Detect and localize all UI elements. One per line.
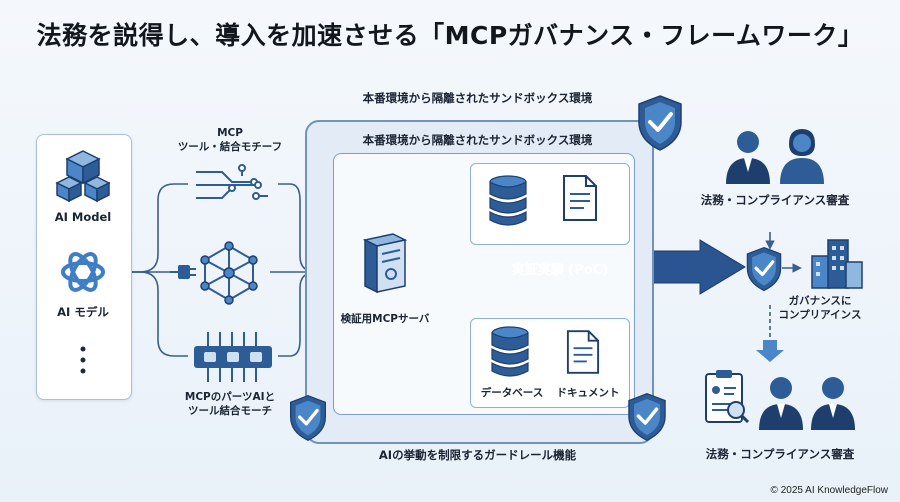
guardrail-label: AIの挙動を制限するガードレール機能 — [378, 448, 577, 462]
ai-model-label: AI Model — [54, 210, 112, 224]
more-dots-icon — [80, 346, 86, 374]
part-motif-title: MCPのパーツAIとツール結合モーチ — [184, 391, 276, 417]
top-data-box — [470, 163, 630, 245]
cube-cluster-icon — [55, 150, 111, 203]
database-icon — [489, 175, 527, 226]
shield-check-icon — [290, 394, 326, 442]
connector-rail-icon — [194, 332, 272, 382]
shield-check-icon — [746, 246, 782, 292]
server-label: 検証用MCPサーバ — [340, 313, 430, 325]
page-title: 法務を説得し、導入を加速させる「MCPガバナンス・フレームワーク」 — [36, 21, 864, 50]
database-icon — [491, 326, 529, 377]
shield-check-icon — [638, 95, 682, 151]
server-icon — [362, 233, 408, 294]
clipboard-check-icon — [705, 370, 750, 424]
sandbox-outer-label: 本番環境から隔離されたサンドボックス環境 — [362, 91, 593, 105]
circuit-icon — [196, 164, 268, 200]
document-icon — [566, 330, 600, 374]
review-top-label: 法務・コンプライアンス審査 — [700, 193, 850, 207]
reviewers-icon — [726, 129, 824, 184]
link-to-tool-motif — [122, 183, 188, 273]
document-label: ドキュメント — [556, 387, 620, 399]
network-hub-icon — [200, 241, 258, 305]
poc-label: 実証実験 (PoC) — [511, 263, 609, 278]
building-icon — [811, 239, 863, 289]
governance-label: ガバナンスにコンプリアインス — [778, 295, 862, 321]
plug-icon — [170, 265, 196, 279]
link-to-part-motif — [122, 271, 188, 357]
down-arrow-icon — [756, 340, 784, 362]
reviewers-icon — [759, 377, 855, 430]
ai-model2-label: AI モデル — [57, 305, 109, 319]
sandbox-inner-label: 本番環境から隔離されたサンドボックス環境 — [362, 133, 593, 147]
shield-check-icon — [628, 393, 666, 441]
copyright-footer: © 2025 AI KnowledgeFlow — [770, 485, 888, 496]
document-icon — [563, 175, 597, 221]
openai-knot-icon — [61, 252, 105, 292]
database-label: データベース — [480, 387, 544, 399]
review-bottom-label: 法務・コンプライアンス審査 — [705, 447, 855, 461]
